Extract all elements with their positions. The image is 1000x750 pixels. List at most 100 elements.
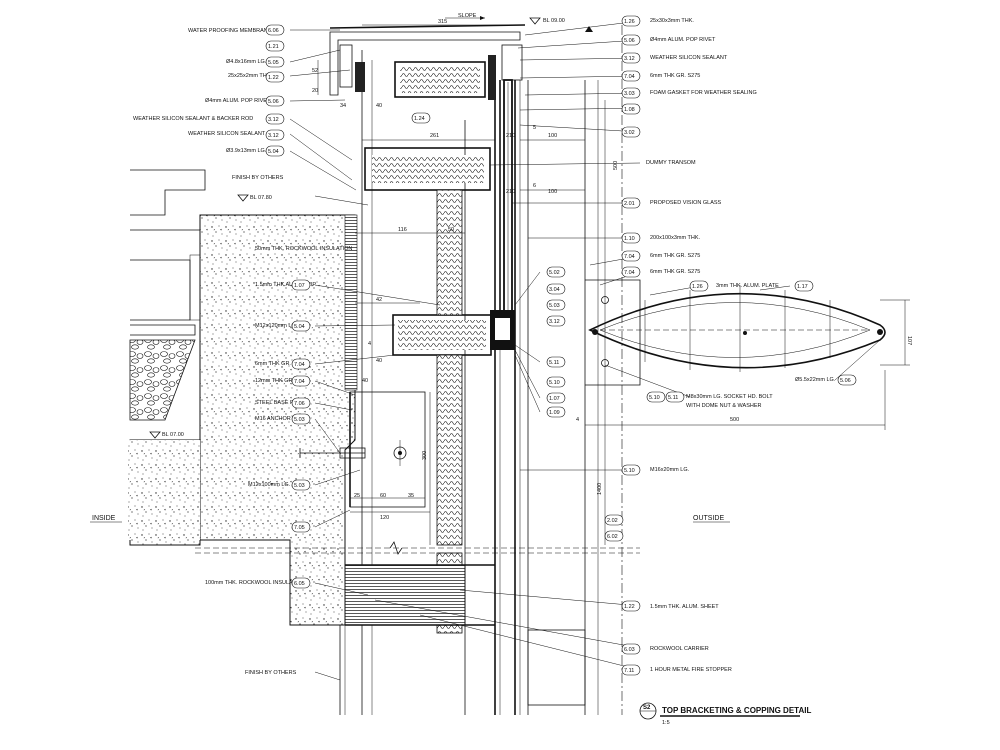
tag-1-22: 1.22 [268, 75, 279, 81]
dim-40-b: 40 [376, 358, 382, 364]
tag-3-12-b: 3.12 [268, 133, 279, 139]
dim-315: 315 [438, 19, 447, 25]
callout-bolt-m16: M16x20mm LG. [650, 467, 690, 473]
dim-34: 34 [340, 103, 346, 109]
tag-1-07-c: 1.07 [549, 396, 560, 402]
stone-fill [129, 339, 196, 421]
tag-5-03-c: 5.03 [549, 303, 560, 309]
callout-pop-rivet-right: Ø4mm ALUM. POP RIVET [650, 37, 716, 43]
tag-1-10: 1.10 [624, 236, 635, 242]
tag-3-04: 3.04 [549, 287, 560, 293]
lower-transom [392, 310, 515, 356]
dim-40-top: 40 [376, 103, 382, 109]
dim-20: 20 [312, 88, 318, 94]
tag-5-06-left: 5.06 [268, 99, 279, 105]
tag-3-02: 3.02 [624, 130, 635, 136]
callout-plate-12mm: 12mm THK GR. S275 [255, 378, 308, 384]
tag-7-11: 7.11 [624, 668, 634, 674]
detail-title-block: S2 TOP BRACKETING & COPPING DETAIL 1:5 [639, 702, 811, 726]
callout-sealant-backer: WEATHER SILICON SEALANT & BACKER ROD [133, 116, 253, 122]
detail-number: S2 [643, 705, 651, 711]
fin-tag-bubbles: 1.26 1.17 5.10 5.11 5.06 [646, 280, 857, 403]
tag-fin-5-06: 5.06 [840, 378, 851, 384]
dim-42: 42 [376, 297, 382, 303]
tag-1-22-right: 1.22 [624, 604, 635, 610]
dim-35: 35 [408, 493, 414, 499]
tag-1-26: 1.26 [624, 19, 635, 25]
tag-3-12-a: 3.12 [268, 117, 279, 123]
tag-1-08: 1.08 [624, 107, 635, 113]
callout-angle-25: 25x25x2mm THK. [228, 73, 272, 79]
callout-screw-39: Ø3.9x13mm LG. [226, 148, 267, 154]
vertical-grid-lines [361, 25, 623, 715]
callout-plate-s275-a: 6mm THK GR. S275 [650, 73, 700, 79]
tag-7-06: 7.06 [294, 401, 305, 407]
dim-100-a: 100 [548, 133, 557, 139]
top-coping [329, 24, 526, 316]
dim-5: 5 [533, 125, 536, 131]
callout-screw-48: Ø4.8x16mm LG. [226, 59, 267, 65]
level-slab-top: BL 07.80 [250, 195, 272, 201]
tag-3-12-d: 3.12 [549, 319, 560, 325]
callout-finish-bottom: FINISH BY OTHERS [245, 670, 297, 676]
tag-2-01: 2.01 [624, 201, 635, 207]
callout-plate-s275-c: 6mm THK GR. S275 [650, 269, 700, 275]
zone-outside-label: OUTSIDE [693, 515, 724, 522]
tag-3-12-c: 3.12 [624, 56, 635, 62]
callout-bolt-m12: M12x120mm LG. [255, 323, 298, 329]
callout-fire-stopper: 1 HOUR METAL FIRE STOPPER [650, 667, 732, 673]
tag-5-02: 5.02 [549, 270, 560, 276]
break-lines [195, 541, 640, 555]
callout-rockwool-carrier: ROCKWOOL CARRIER [650, 646, 709, 652]
fire-stop-insulation [339, 564, 586, 715]
leader-lines [289, 20, 881, 681]
tag-5-11: 5.11 [549, 360, 559, 366]
callout-sealant-right: WEATHER SILICON SEALANT [650, 55, 728, 61]
dim-120: 120 [380, 515, 389, 521]
fin-screw-label: Ø5.5x22mm LG. [795, 377, 836, 383]
tag-1-09: 1.09 [549, 410, 560, 416]
steel-bracket [299, 391, 426, 508]
tag-1-21: 1.21 [268, 44, 279, 50]
dim-100-b: 100 [548, 189, 557, 195]
tag-5-04-b: 5.04 [294, 324, 305, 330]
tag-7-04-c: 7.04 [624, 74, 635, 80]
dim-4: 4 [368, 341, 371, 347]
parapet-step [130, 169, 206, 336]
dim-116: 116 [398, 227, 407, 233]
tag-3-03: 3.03 [624, 91, 635, 97]
callout-dummy-transom: DUMMY TRANSOM [646, 160, 696, 166]
callout-anchor-bolt: M16 ANCHOR BOLT [255, 416, 307, 422]
callout-alum-sheet: 1.5mm THK. ALUM. SHEET [650, 604, 719, 610]
dim-6: 6 [533, 183, 536, 189]
dim-300: 300 [422, 451, 428, 460]
tag-1-07-left: 1.07 [294, 283, 305, 289]
tag-6-06: 6.06 [268, 28, 279, 34]
dim-261: 261 [430, 133, 439, 139]
dim-210-b: 210 [506, 189, 515, 195]
dim-40-c: 40 [362, 378, 368, 384]
callout-bolt-m12-100: M12x100mm LG. [248, 482, 291, 488]
dim-52: 52 [312, 68, 318, 74]
tag-fin-5-10: 5.10 [649, 395, 660, 401]
tag-5-10-right: 5.10 [624, 468, 635, 474]
detail-scale: 1:5 [662, 720, 670, 726]
callout-base-plate: STEEL BASE PLATE [255, 400, 307, 406]
zone-inside-label: INSIDE [92, 515, 116, 522]
callout-waterproofing: WATER PROOFING MEMBRANE [188, 28, 272, 34]
callout-plate-6mm: 6mm THK GR. S275 [255, 361, 305, 367]
tag-fin-1-17: 1.17 [797, 284, 808, 290]
callout-rockwool-50: 50mm THK. ROCKWOOL INSULATION [255, 246, 352, 252]
tag-5-04-a: 5.04 [268, 149, 279, 155]
tag-7-04-d: 7.04 [624, 254, 635, 260]
callout-sealant-left: WEATHER SILICON SEALANT [188, 131, 266, 137]
level-slab-bottom: BL 07.00 [162, 432, 184, 438]
fin-bolt-label-2: WITH DOME NUT & WASHER [686, 403, 762, 409]
dummy-transom [364, 147, 491, 191]
callout-vision-glass: PROPOSED VISION GLASS [650, 200, 722, 206]
left-tag-bubbles: 6.06 1.21 5.05 1.22 5.06 3.12 3.12 5.04 … [265, 24, 311, 589]
level-top: BL 09.00 [543, 18, 565, 24]
tag-5-05: 5.05 [268, 60, 279, 66]
callout-finish-top: FINISH BY OTHERS [232, 175, 284, 181]
